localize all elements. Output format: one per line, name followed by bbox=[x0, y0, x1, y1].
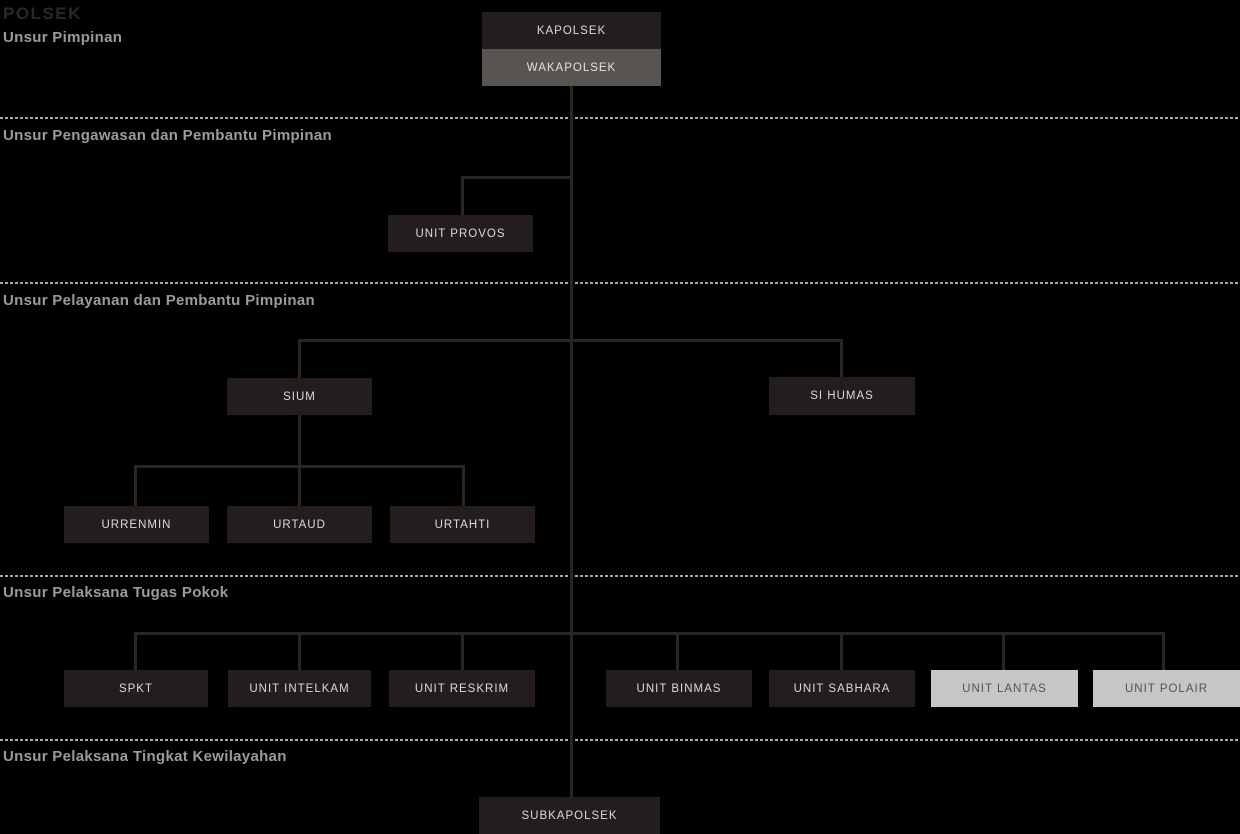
connector-line bbox=[840, 632, 843, 670]
section-label-unsur-pengawasan: Unsur Pengawasan dan Pembantu Pimpinan bbox=[3, 127, 332, 144]
node-unit-binmas: UNIT BINMAS bbox=[606, 670, 752, 707]
node-subkapolsek: SUBKAPOLSEK bbox=[479, 797, 660, 834]
connector-line bbox=[1162, 632, 1165, 670]
connector-line bbox=[134, 632, 1165, 635]
node-sium: SIUM bbox=[227, 378, 372, 415]
connector-line bbox=[134, 465, 137, 506]
connector-line bbox=[462, 465, 465, 506]
node-urtaud: URTAUD bbox=[227, 506, 372, 543]
connector-line bbox=[461, 632, 464, 670]
node-unit-intelkam: UNIT INTELKAM bbox=[228, 670, 371, 707]
connector-line bbox=[134, 465, 465, 468]
connector-line-trunk bbox=[570, 86, 573, 797]
connector-line bbox=[676, 632, 679, 670]
node-unit-sabhara: UNIT SABHARA bbox=[769, 670, 915, 707]
node-wakapolsek: WAKAPOLSEK bbox=[482, 49, 661, 86]
node-urrenmin: URRENMIN bbox=[64, 506, 209, 543]
section-divider bbox=[0, 282, 1240, 284]
connector-line bbox=[298, 339, 843, 342]
section-label-unsur-pelaksana-kewilayahan: Unsur Pelaksana Tingkat Kewilayahan bbox=[3, 748, 287, 765]
connector-line bbox=[134, 632, 137, 670]
connector-line bbox=[298, 414, 301, 506]
node-kapolsek: KAPOLSEK bbox=[482, 12, 661, 49]
section-label-unsur-pimpinan: Unsur Pimpinan bbox=[3, 29, 123, 46]
connector-line bbox=[1002, 632, 1005, 670]
node-unit-provos: UNIT PROVOS bbox=[388, 215, 533, 252]
section-divider bbox=[0, 117, 1240, 119]
node-spkt: SPKT bbox=[64, 670, 208, 707]
node-urtahti: URTAHTI bbox=[390, 506, 535, 543]
connector-line bbox=[298, 339, 301, 379]
page-title: POLSEK bbox=[3, 4, 82, 23]
node-si-humas: SI HUMAS bbox=[769, 377, 915, 415]
section-label-unsur-pelayanan: Unsur Pelayanan dan Pembantu Pimpinan bbox=[3, 292, 316, 309]
node-unit-reskrim: UNIT RESKRIM bbox=[389, 670, 535, 707]
connector-line bbox=[298, 632, 301, 670]
section-divider bbox=[0, 575, 1240, 577]
section-divider bbox=[0, 739, 1240, 741]
section-label-unsur-pelaksana-tugas-pokok: Unsur Pelaksana Tugas Pokok bbox=[3, 584, 229, 601]
connector-line bbox=[461, 176, 573, 179]
connector-line bbox=[840, 339, 843, 377]
node-unit-lantas: UNIT LANTAS bbox=[931, 670, 1078, 707]
node-unit-polair: UNIT POLAIR bbox=[1093, 670, 1240, 707]
connector-line bbox=[461, 176, 464, 215]
